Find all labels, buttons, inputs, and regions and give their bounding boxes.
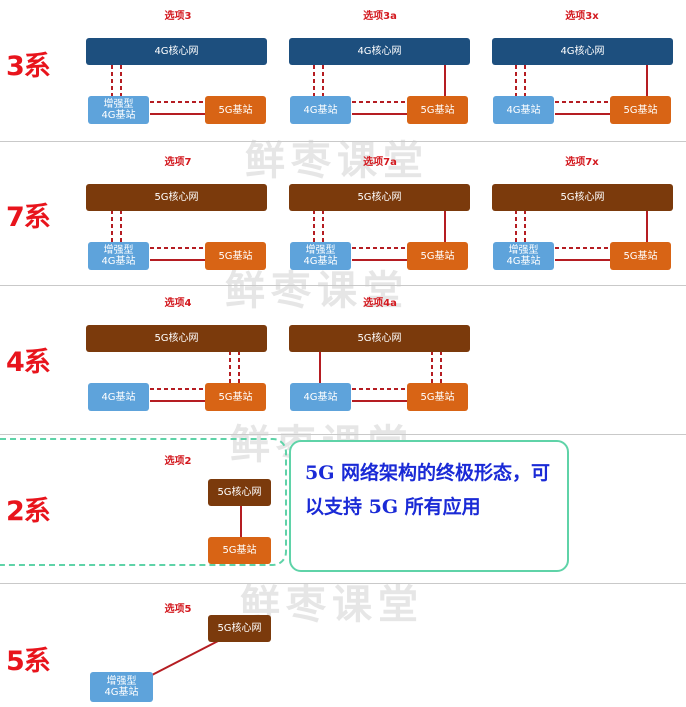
base-station-5g: 5G基站 <box>407 96 468 124</box>
enhanced-4g-base-station: 增强型 4G基站 <box>493 242 554 270</box>
highlight-frame <box>0 438 287 566</box>
series-label-4: 4系 <box>6 347 51 378</box>
section-divider <box>0 434 686 435</box>
core-network-5g: 5G核心网 <box>208 479 271 506</box>
base-station-4g: 4G基站 <box>88 383 149 411</box>
callout-box: 5G 网络架构的终极形态，可以支持 5G 所有应用 <box>289 440 569 572</box>
base-station-label: 4G基站 <box>101 110 136 121</box>
option-label-4: 选项4 <box>164 298 192 309</box>
option-label-3a: 选项3a <box>363 11 397 22</box>
base-station-5g: 5G基站 <box>205 383 266 411</box>
core-network-4g: 4G核心网 <box>492 38 673 65</box>
option-label-3x: 选项3x <box>565 11 599 22</box>
core-network-4g: 4G核心网 <box>86 38 267 65</box>
core-network-5g: 5G核心网 <box>289 184 470 211</box>
base-station-4g: 4G基站 <box>290 383 351 411</box>
series-label-3: 3系 <box>6 51 51 82</box>
base-station-label: 4G基站 <box>506 256 541 267</box>
option-label-7x: 选项7x <box>565 157 599 168</box>
base-station-label: 4G基站 <box>104 687 139 698</box>
enhanced-4g-base-station: 增强型 4G基站 <box>88 96 149 124</box>
series-label-7: 7系 <box>6 202 51 233</box>
option-label-2: 选项2 <box>164 456 192 467</box>
series-label-5: 5系 <box>6 646 51 677</box>
option-label-7a: 选项7a <box>363 157 397 168</box>
option-label-7: 选项7 <box>164 157 192 168</box>
enhanced-4g-base-station: 增强型 4G基站 <box>88 242 149 270</box>
base-station-label: 4G基站 <box>101 256 136 267</box>
enhanced-label: 增强型 <box>106 676 137 687</box>
option-label-5: 选项5 <box>164 604 192 615</box>
base-station-4g: 4G基站 <box>493 96 554 124</box>
callout-text: 5G 网络架构的终极形态，可以支持 5G 所有应用 <box>305 462 551 518</box>
section-divider <box>0 285 686 286</box>
core-network-5g: 5G核心网 <box>86 184 267 211</box>
section-divider <box>0 141 686 142</box>
base-station-5g: 5G基站 <box>205 96 266 124</box>
core-network-5g: 5G核心网 <box>492 184 673 211</box>
base-station-label: 4G基站 <box>303 256 338 267</box>
base-station-5g: 5G基站 <box>407 383 468 411</box>
watermark: 鲜枣课堂 <box>225 268 409 314</box>
base-station-4g: 4G基站 <box>290 96 351 124</box>
base-station-5g: 5G基站 <box>205 242 266 270</box>
section-divider <box>0 583 686 584</box>
base-station-5g: 5G基站 <box>407 242 468 270</box>
enhanced-4g-base-station: 增强型 4G基站 <box>90 672 153 702</box>
series-label-2: 2系 <box>6 496 51 527</box>
base-station-5g: 5G基站 <box>610 242 671 270</box>
enhanced-label: 增强型 <box>103 245 134 256</box>
watermark: 鲜枣课堂 <box>245 138 429 184</box>
base-station-5g: 5G基站 <box>610 96 671 124</box>
base-station-5g: 5G基站 <box>208 537 271 564</box>
enhanced-label: 增强型 <box>305 245 336 256</box>
core-network-5g: 5G核心网 <box>86 325 267 352</box>
core-network-4g: 4G核心网 <box>289 38 470 65</box>
option-label-3: 选项3 <box>164 11 192 22</box>
core-network-5g: 5G核心网 <box>289 325 470 352</box>
enhanced-label: 增强型 <box>103 99 134 110</box>
core-network-5g: 5G核心网 <box>208 615 271 642</box>
enhanced-4g-base-station: 增强型 4G基站 <box>290 242 351 270</box>
enhanced-label: 增强型 <box>508 245 539 256</box>
option-label-4a: 选项4a <box>363 298 397 309</box>
